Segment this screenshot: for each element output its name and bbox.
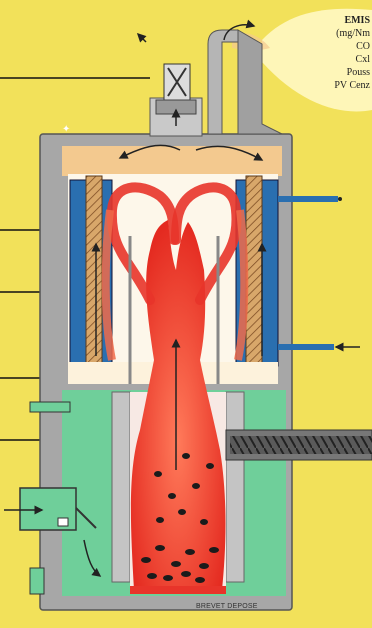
air-inlet-flap <box>58 518 68 526</box>
left-exchanger-coil <box>86 176 102 368</box>
water-outlet-pipe <box>278 196 338 202</box>
gas-flow-arrow-4 <box>138 34 146 42</box>
left-shelf <box>30 402 70 412</box>
star-marker: ✦ <box>62 124 70 135</box>
emissions-title: EMIS <box>318 14 370 27</box>
combustion-tube-left-wall <box>112 392 130 582</box>
patent-label: BREVET DEPOSE <box>196 603 258 610</box>
emissions-cxhy: Cxl <box>318 53 370 66</box>
top-plenum <box>62 146 282 176</box>
emissions-dust: Pouss <box>318 66 370 79</box>
feed-screw <box>230 436 372 454</box>
emissions-unit: (mg/Nm <box>318 27 370 40</box>
burner-grate <box>130 586 226 594</box>
right-exchanger-coil <box>246 176 262 368</box>
emissions-co: CO <box>318 40 370 53</box>
emissions-pv: PV Cenz <box>318 79 370 92</box>
emissions-legend: EMIS (mg/Nm CO Cxl Pouss PV Cenz <box>318 14 370 92</box>
water-inlet-pipe <box>278 344 334 350</box>
combustion-tube-right-wall <box>226 392 244 582</box>
base-foot <box>30 568 44 594</box>
